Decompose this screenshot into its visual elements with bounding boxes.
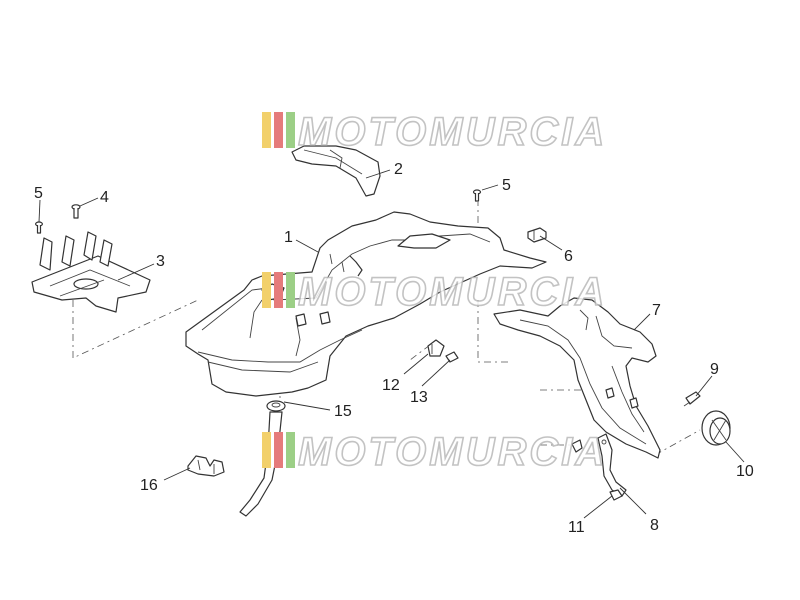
callout-5-left: 5 [34, 185, 43, 202]
part-7-mudguard [493, 297, 661, 459]
callout-1: 1 [284, 229, 293, 246]
part-4-screw [71, 204, 81, 219]
callout-2: 2 [394, 161, 403, 178]
callout-4: 4 [100, 189, 109, 206]
watermark-text: MOTOMURCIA [298, 430, 607, 474]
wm-stripe-2 [274, 432, 283, 468]
callout-5-right: 5 [502, 177, 511, 194]
watermark: MOTOMURCIA MOTOMURCIA MOTOMURCIA [262, 109, 607, 475]
screw-near-mudguard [571, 439, 583, 453]
watermark-text: MOTOMURCIA [298, 270, 607, 314]
leader-lines [38, 169, 745, 519]
wm-stripe-3 [286, 272, 295, 308]
part-3-tray [31, 231, 151, 313]
part-12-clip [427, 339, 445, 357]
wm-stripe-2 [274, 272, 283, 308]
callout-6: 6 [564, 248, 573, 265]
callout-10: 10 [736, 463, 754, 480]
part-15-grommet [266, 400, 286, 412]
callout-7: 7 [652, 302, 661, 319]
callout-16: 16 [140, 477, 158, 494]
part-16-clamp [187, 455, 225, 477]
wm-stripe-1 [262, 112, 271, 148]
wm-stripe-1 [262, 272, 271, 308]
wm-stripe-2 [274, 112, 283, 148]
part-11-nut [609, 489, 623, 501]
callout-13: 13 [410, 389, 428, 406]
watermark-text: MOTOMURCIA [298, 110, 607, 154]
part-13-screw [445, 351, 459, 363]
wm-stripe-1 [262, 432, 271, 468]
part-8-bracket [597, 433, 627, 497]
callout-8: 8 [650, 517, 659, 534]
callout-3: 3 [156, 253, 165, 270]
wm-stripe-3 [286, 112, 295, 148]
callout-12: 12 [382, 377, 400, 394]
callout-labels: 1 2 3 4 5 5 6 7 8 9 10 11 12 13 15 16 [34, 161, 754, 536]
part-5-screw-right [472, 189, 482, 202]
callout-9: 9 [710, 361, 719, 378]
callout-11: 11 [568, 519, 585, 536]
callout-15: 15 [334, 403, 352, 420]
wm-stripe-3 [286, 432, 295, 468]
part-10-reflector [701, 410, 731, 446]
part-5-screw-left [34, 221, 43, 234]
part-2-cover [291, 145, 381, 197]
part-6-clip [527, 227, 547, 243]
